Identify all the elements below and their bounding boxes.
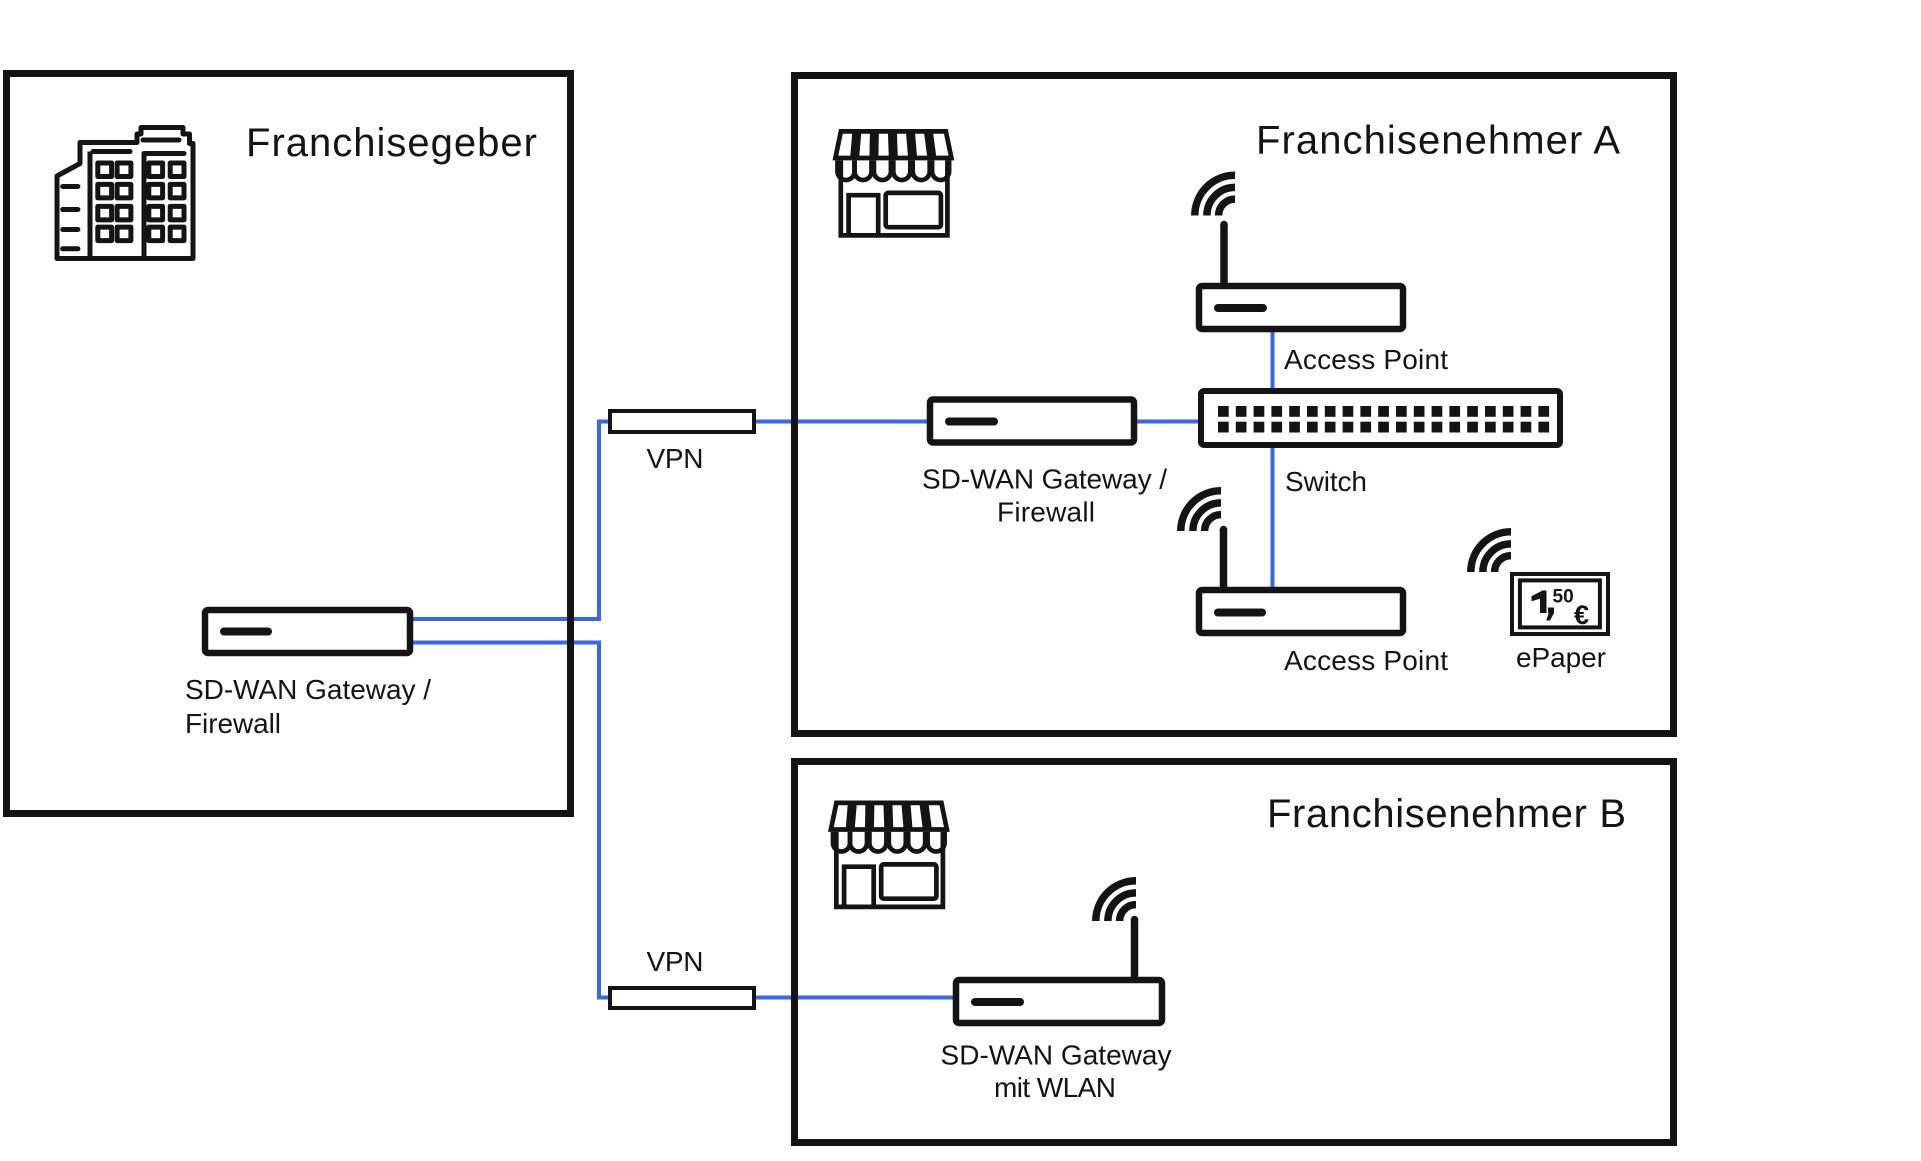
svg-text:Franchisenehmer A: Franchisenehmer A: [1256, 119, 1620, 163]
svg-text:VPN: VPN: [647, 946, 704, 977]
svg-text:Franchisegeber: Franchisegeber: [246, 121, 537, 165]
svg-text:Access Point: Access Point: [1284, 645, 1448, 676]
svg-text:Access Point: Access Point: [1284, 344, 1448, 375]
svg-text:SD-WAN Gateway: SD-WAN Gateway: [941, 1040, 1172, 1071]
svg-text:Switch: Switch: [1285, 466, 1367, 497]
svg-text:mit WLAN: mit WLAN: [994, 1072, 1116, 1103]
svg-text:€: €: [1574, 600, 1589, 630]
svg-text:50: 50: [1553, 587, 1574, 608]
svg-text:Franchisenehmer B: Franchisenehmer B: [1267, 792, 1626, 836]
svg-text:SD-WAN Gateway /: SD-WAN Gateway /: [185, 674, 431, 705]
svg-text:Firewall: Firewall: [997, 497, 1095, 528]
svg-text:SD-WAN Gateway /: SD-WAN Gateway /: [922, 464, 1167, 495]
svg-text:VPN: VPN: [647, 443, 704, 474]
svg-text:ePaper: ePaper: [1516, 642, 1606, 673]
svg-text:Firewall: Firewall: [185, 708, 281, 739]
